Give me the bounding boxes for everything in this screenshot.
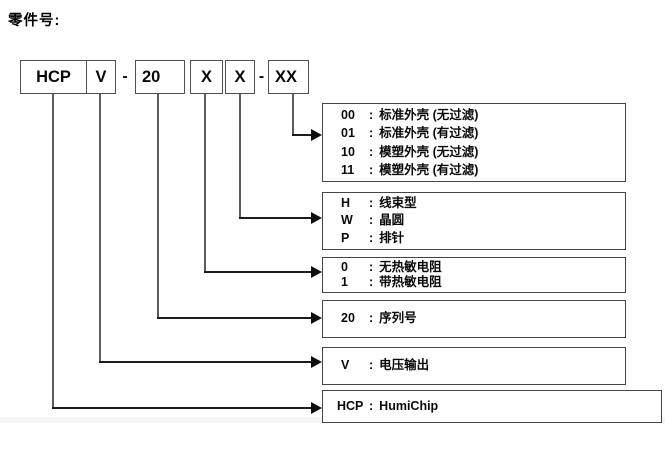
- segment-box-x1: X: [190, 60, 223, 94]
- legend-code: 10: [341, 144, 355, 159]
- legend-code: 20: [341, 311, 355, 326]
- connector-vline-v: [99, 94, 101, 362]
- connector-hline-thermistor: [204, 271, 312, 273]
- arrow-right-icon: [311, 212, 322, 224]
- legend-desc: 线束型: [379, 195, 417, 210]
- connector-vline-x1: [204, 94, 206, 272]
- segment-label-xx: XX: [275, 67, 298, 86]
- legend-code: 00: [341, 107, 355, 122]
- legend-colon: :: [369, 107, 374, 122]
- arrow-right-icon: [311, 312, 322, 324]
- legend-colon: :: [369, 398, 374, 413]
- segment-box-x2: X: [225, 60, 255, 94]
- segment-label-x2: X: [234, 67, 246, 86]
- legend-colon: :: [369, 213, 374, 228]
- legend-box-connection-type: H : 线束型 W : 晶圆 P : 排针: [322, 192, 626, 250]
- legend-row: HCP : HumiChip: [323, 398, 661, 416]
- dash-separator-1: -: [122, 68, 128, 85]
- arrow-right-icon: [311, 266, 322, 278]
- legend-code: W: [341, 213, 353, 228]
- dash-separator-2: -: [258, 68, 265, 85]
- legend-colon: :: [369, 195, 374, 210]
- connector-vline-x2: [239, 94, 241, 218]
- page-title: 零件号:: [8, 13, 61, 29]
- connector-hline-housing: [292, 134, 312, 136]
- legend-desc: 排针: [379, 230, 405, 245]
- segment-label-x1: X: [200, 67, 212, 86]
- segment-label-v: V: [95, 67, 107, 86]
- legend-row: 01 : 标准外壳 (有过滤): [323, 124, 625, 143]
- legend-code: H: [341, 195, 351, 210]
- legend-desc: 晶圆: [379, 213, 405, 228]
- legend-desc: 带热敏电阻: [379, 275, 442, 289]
- connector-vline-xx: [292, 94, 294, 135]
- legend-row: 20 : 序列号: [323, 310, 625, 328]
- legend-box-series: 20 : 序列号: [322, 300, 626, 338]
- connector-hline-connection: [239, 217, 312, 219]
- legend-code: 11: [341, 163, 355, 177]
- legend-code: 1: [341, 275, 348, 289]
- connector-hline-series: [157, 317, 312, 319]
- legend-colon: :: [369, 358, 374, 373]
- legend-row: 1 : 带热敏电阻: [323, 275, 625, 291]
- arrow-right-icon: [311, 129, 322, 141]
- legend-code: V: [341, 358, 350, 373]
- connector-hline-output: [99, 361, 312, 363]
- legend-row: V : 电压输出: [323, 357, 625, 375]
- legend-desc: 标准外壳 (有过滤): [379, 126, 479, 140]
- legend-colon: :: [369, 275, 374, 289]
- segment-box-hcp: HCP: [20, 60, 87, 94]
- segment-box-xx: XX: [268, 60, 309, 94]
- legend-row: H : 线束型: [323, 195, 625, 213]
- legend-colon: :: [369, 230, 374, 245]
- legend-row: 0 : 无热敏电阻: [323, 260, 625, 276]
- legend-box-housing: 00 : 标准外壳 (无过滤) 01 : 标准外壳 (有过滤) 10 : 模塑外…: [322, 103, 626, 182]
- legend-row: 11 : 模塑外壳 (有过滤): [323, 161, 625, 180]
- legend-colon: :: [369, 163, 374, 177]
- legend-desc: 模塑外壳 (有过滤): [379, 163, 479, 177]
- legend-colon: :: [369, 144, 374, 159]
- legend-row: P : 排针: [323, 230, 625, 248]
- segment-label-20: 20: [142, 67, 161, 86]
- segment-box-v: V: [86, 60, 116, 94]
- legend-colon: :: [369, 259, 374, 274]
- legend-desc: 无热敏电阻: [379, 259, 442, 274]
- legend-box-output: V : 电压输出: [322, 347, 626, 385]
- segment-label-hcp: HCP: [36, 67, 71, 86]
- connector-vline-hcp: [52, 94, 54, 408]
- segment-box-20: 20: [135, 60, 185, 94]
- legend-row: W : 晶圆: [323, 212, 625, 230]
- connector-vline-20: [157, 94, 159, 318]
- legend-desc: 序列号: [379, 311, 417, 326]
- legend-code: HCP: [337, 398, 364, 413]
- legend-desc: 模塑外壳 (无过滤): [379, 144, 479, 159]
- arrow-right-icon: [311, 356, 322, 368]
- arrow-right-icon: [311, 402, 322, 414]
- legend-code: P: [341, 230, 350, 245]
- legend-box-thermistor: 0 : 无热敏电阻 1 : 带热敏电阻: [322, 257, 626, 293]
- connector-hline-product: [52, 407, 312, 409]
- legend-desc: HumiChip: [379, 398, 439, 413]
- legend-row: 10 : 模塑外壳 (无过滤): [323, 143, 625, 162]
- legend-desc: 标准外壳 (无过滤): [379, 107, 479, 122]
- legend-box-product: HCP : HumiChip: [322, 390, 662, 423]
- legend-colon: :: [369, 311, 374, 326]
- legend-row: 00 : 标准外壳 (无过滤): [323, 106, 625, 125]
- legend-colon: :: [369, 126, 374, 140]
- legend-code: 01: [341, 126, 355, 140]
- legend-desc: 电压输出: [379, 358, 430, 373]
- legend-code: 0: [341, 259, 348, 274]
